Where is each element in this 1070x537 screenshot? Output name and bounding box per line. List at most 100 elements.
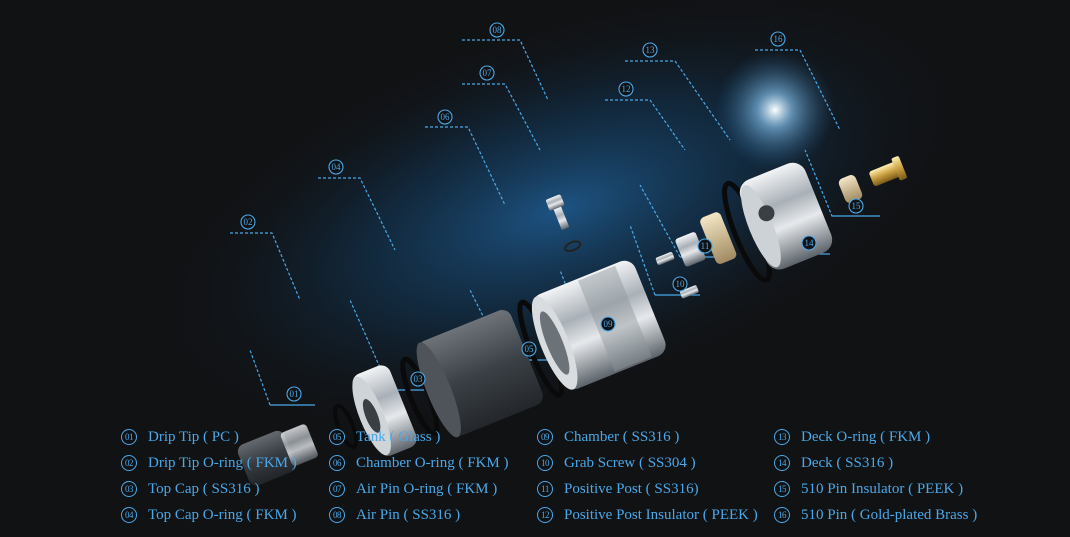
legend-label: Chamber ( SS316 ) xyxy=(564,428,680,445)
legend-column-3: 09 Chamber ( SS316 ) 10 Grab Screw ( SS304 … xyxy=(537,424,758,528)
leader-line-06 xyxy=(425,126,506,206)
callout-01: 01 xyxy=(286,386,302,402)
legend-number: 06 xyxy=(329,455,345,471)
callout-14: 14 xyxy=(801,235,817,251)
part-air-pin xyxy=(546,194,570,231)
callout-circle xyxy=(600,316,616,332)
legend-number: 10 xyxy=(537,455,553,471)
legend-number: 03 xyxy=(121,481,137,497)
legend-number: 16 xyxy=(774,507,790,523)
callout-number: 09 xyxy=(604,319,614,329)
callout-13: 13 xyxy=(642,42,658,58)
legend-label: Air Pin ( SS316 ) xyxy=(356,506,461,523)
part-drip-tip xyxy=(237,424,318,486)
callout-circle xyxy=(521,341,537,357)
callout-circle xyxy=(286,386,302,402)
callout-circle xyxy=(642,42,658,58)
legend-number: 09 xyxy=(537,429,553,445)
leader-line-16 xyxy=(755,49,841,131)
callout-circle xyxy=(437,109,453,125)
part-tank xyxy=(416,309,543,438)
callout-number: 06 xyxy=(441,112,451,122)
leader-line-15 xyxy=(804,149,880,217)
callout-number: 11 xyxy=(701,241,710,251)
callout-circle xyxy=(848,198,864,214)
legend-item: 01 Drip Tip ( PC ) xyxy=(121,424,297,450)
legend-number: 11 xyxy=(537,481,553,497)
legend-label: Drip Tip O-ring ( FKM ) xyxy=(148,454,297,471)
legend-number: 04 xyxy=(121,507,137,523)
legend-label: Drip Tip ( PC ) xyxy=(148,428,239,445)
callout-07: 07 xyxy=(479,65,495,81)
leader-line-08 xyxy=(462,39,549,101)
callout-10: 10 xyxy=(672,276,688,292)
leader-line-01 xyxy=(249,349,315,406)
callout-03: 03 xyxy=(410,371,426,387)
legend-label: Positive Post ( SS316) xyxy=(564,480,699,497)
part-510-pin-insulator xyxy=(838,175,863,203)
callout-circle xyxy=(489,22,505,38)
legend-item: 12 Positive Post Insulator ( PEEK ) xyxy=(537,502,758,528)
leader-line-02 xyxy=(230,232,301,301)
callout-09: 09 xyxy=(600,316,616,332)
legend-number: 05 xyxy=(329,429,345,445)
leader-line-12 xyxy=(605,99,686,151)
legend-number: 07 xyxy=(329,481,345,497)
callout-circle xyxy=(801,235,817,251)
legend-label: Grab Screw ( SS304 ) xyxy=(564,454,696,471)
part-grab-screw xyxy=(655,252,675,265)
legend-number: 12 xyxy=(537,507,553,523)
leader-line-10 xyxy=(629,224,700,296)
callout-15: 15 xyxy=(848,198,864,214)
callout-number: 03 xyxy=(414,374,424,384)
leader-line-07 xyxy=(462,83,541,151)
callout-circle xyxy=(410,371,426,387)
legend-number: 02 xyxy=(121,455,137,471)
callout-circle xyxy=(328,159,344,175)
legend-label: Top Cap ( SS316 ) xyxy=(148,480,260,497)
part-chamber xyxy=(531,260,666,390)
callout-number: 04 xyxy=(332,162,342,172)
legend-label: Positive Post Insulator ( PEEK ) xyxy=(564,506,758,523)
legend-number: 01 xyxy=(121,429,137,445)
part-positive-post-insulator xyxy=(700,212,737,264)
callout-number: 05 xyxy=(525,344,535,354)
legend-item: 08 Air Pin ( SS316 ) xyxy=(329,502,508,528)
callout-05: 05 xyxy=(521,341,537,357)
part-top-cap xyxy=(352,365,417,456)
legend-label: 510 Pin ( Gold-plated Brass ) xyxy=(801,506,978,523)
callout-circle xyxy=(479,65,495,81)
part-grab-screw-2 xyxy=(680,285,699,299)
legend-label: Air Pin O-ring ( FKM ) xyxy=(356,480,498,497)
legend-item: 07 Air Pin O-ring ( FKM ) xyxy=(329,476,508,502)
callout-circle xyxy=(672,276,688,292)
callout-number: 15 xyxy=(852,201,862,211)
callout-04: 04 xyxy=(328,159,344,175)
legend-item: 02 Drip Tip O-ring ( FKM ) xyxy=(121,450,297,476)
callout-02: 02 xyxy=(240,214,256,230)
legend-item: 11 Positive Post ( SS316) xyxy=(537,476,758,502)
callout-circle xyxy=(770,31,786,47)
legend-label: 510 Pin Insulator ( PEEK ) xyxy=(801,480,964,497)
callout-circle xyxy=(618,81,634,97)
callout-number: 12 xyxy=(622,84,631,94)
callout-number: 14 xyxy=(805,238,815,248)
light-flare xyxy=(715,50,835,170)
legend-label: Top Cap O-ring ( FKM ) xyxy=(148,506,297,523)
legend-item: 09 Chamber ( SS316 ) xyxy=(537,424,758,450)
legend-number: 08 xyxy=(329,507,345,523)
leader-line-04 xyxy=(318,177,396,251)
callout-16: 16 xyxy=(770,31,786,47)
legend-column-1: 01 Drip Tip ( PC ) 02 Drip Tip O-ring ( FKM… xyxy=(121,424,297,528)
callout-circle xyxy=(697,238,713,254)
callout-11: 11 xyxy=(697,238,713,254)
